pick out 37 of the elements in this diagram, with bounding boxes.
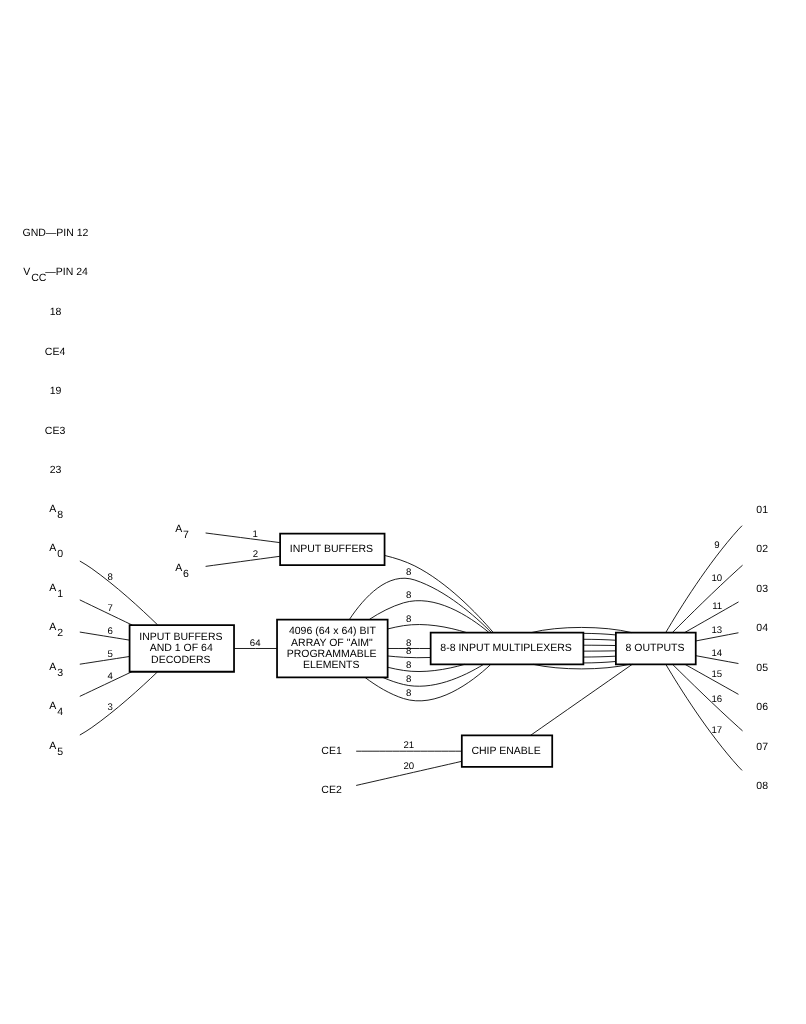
connector [79,671,158,736]
connector [583,655,617,658]
connector [387,655,431,659]
connector [364,664,492,702]
connector [387,624,468,634]
connector [532,663,631,670]
connector [79,671,133,697]
connector [583,661,617,664]
connector [369,600,490,633]
connector [695,632,739,642]
connector [205,532,281,544]
connector [684,663,739,695]
connector [382,663,485,687]
connector [671,564,743,633]
connector [583,650,617,652]
connector [205,555,281,567]
connector [583,638,617,641]
connector [79,631,130,641]
connector [355,750,463,752]
connector [384,555,494,633]
connector [355,760,463,786]
connector [387,648,431,649]
connector [79,656,130,665]
connector [233,648,278,649]
connector [672,664,743,732]
connector [583,632,617,636]
connector [530,627,633,634]
connector [695,655,739,664]
connector [530,663,633,736]
connector [387,663,466,672]
connector [349,577,492,634]
connector [665,663,743,771]
connector [583,644,617,646]
connector [665,525,743,633]
connector [79,599,133,626]
connector [79,560,159,626]
connector [684,601,739,634]
